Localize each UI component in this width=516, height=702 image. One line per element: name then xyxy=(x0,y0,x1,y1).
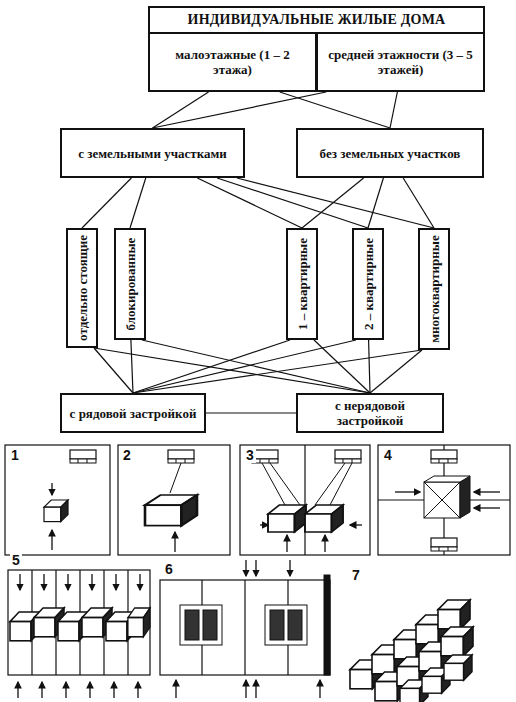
category-box-vertical: 2 – квартирные xyxy=(352,228,384,340)
node-text: отдельно стоящие xyxy=(75,235,90,341)
callout-number: 7 xyxy=(350,568,362,583)
category-box-vertical: блокированные xyxy=(114,228,146,340)
category-box: средней этажности (3 – 5 этажей) xyxy=(316,32,485,92)
connector-line xyxy=(153,92,327,128)
connector-line xyxy=(302,178,364,228)
node-text: 2 – квартирные xyxy=(361,238,376,330)
connector-line xyxy=(133,340,290,393)
callout-number: 1 xyxy=(9,448,21,463)
connector-line xyxy=(130,178,146,228)
connector-line xyxy=(133,350,422,393)
category-box-vertical: отдельно стоящие xyxy=(66,228,98,348)
node-text: с рядовой застройкой xyxy=(70,406,197,421)
category-box: с земельными участками xyxy=(60,128,245,178)
connector-line xyxy=(142,340,370,393)
connector-line xyxy=(94,348,133,393)
connector-line xyxy=(133,340,356,393)
category-box-vertical: 1 – квартирные xyxy=(286,228,318,340)
node-text: 1 – квартирные xyxy=(295,238,310,330)
connector-line xyxy=(370,350,422,393)
node-text: многоквартирные xyxy=(427,235,442,343)
node-text: средней этажности (3 – 5 этажей) xyxy=(324,47,477,77)
node-text: ИНДИВИДУАЛЬНЫЕ ЖИЛЫЕ ДОМА xyxy=(156,11,477,29)
connector-line xyxy=(390,92,397,128)
callout-number: 6 xyxy=(163,562,175,577)
callout-number: 4 xyxy=(382,448,394,463)
category-box: с рядовой застройкой xyxy=(60,393,206,433)
category-box: без земельных участков xyxy=(296,128,484,178)
node-text: блокированные xyxy=(123,238,138,331)
callout-number: 5 xyxy=(10,553,22,568)
connector-line xyxy=(82,178,131,228)
callout-number: 3 xyxy=(244,448,256,463)
connector-line xyxy=(217,178,368,228)
connector-line xyxy=(368,178,383,228)
category-box: малоэтажные (1 – 2 этажа) xyxy=(148,32,317,92)
category-box-vertical: многоквартирные xyxy=(418,228,450,350)
root-box: ИНДИВИДУАЛЬНЫЕ ЖИЛЫЕ ДОМА малоэтажные (1 … xyxy=(148,6,485,92)
connector-line xyxy=(403,178,434,228)
node-text: без земельных участков xyxy=(320,146,461,161)
connector-line xyxy=(280,92,390,128)
callout-number: 2 xyxy=(121,448,133,463)
connector-line xyxy=(94,348,370,393)
connector-line xyxy=(131,340,133,393)
connector-line xyxy=(197,178,302,228)
node-text: с нерядовой застройкой xyxy=(304,398,436,428)
node-text: с земельными участками xyxy=(78,146,227,161)
connector-line xyxy=(237,178,434,228)
connector-line xyxy=(206,412,296,413)
connector-line xyxy=(369,340,370,393)
category-box: с нерядовой застройкой xyxy=(296,393,444,433)
node-text: малоэтажные (1 – 2 этажа) xyxy=(156,47,309,77)
